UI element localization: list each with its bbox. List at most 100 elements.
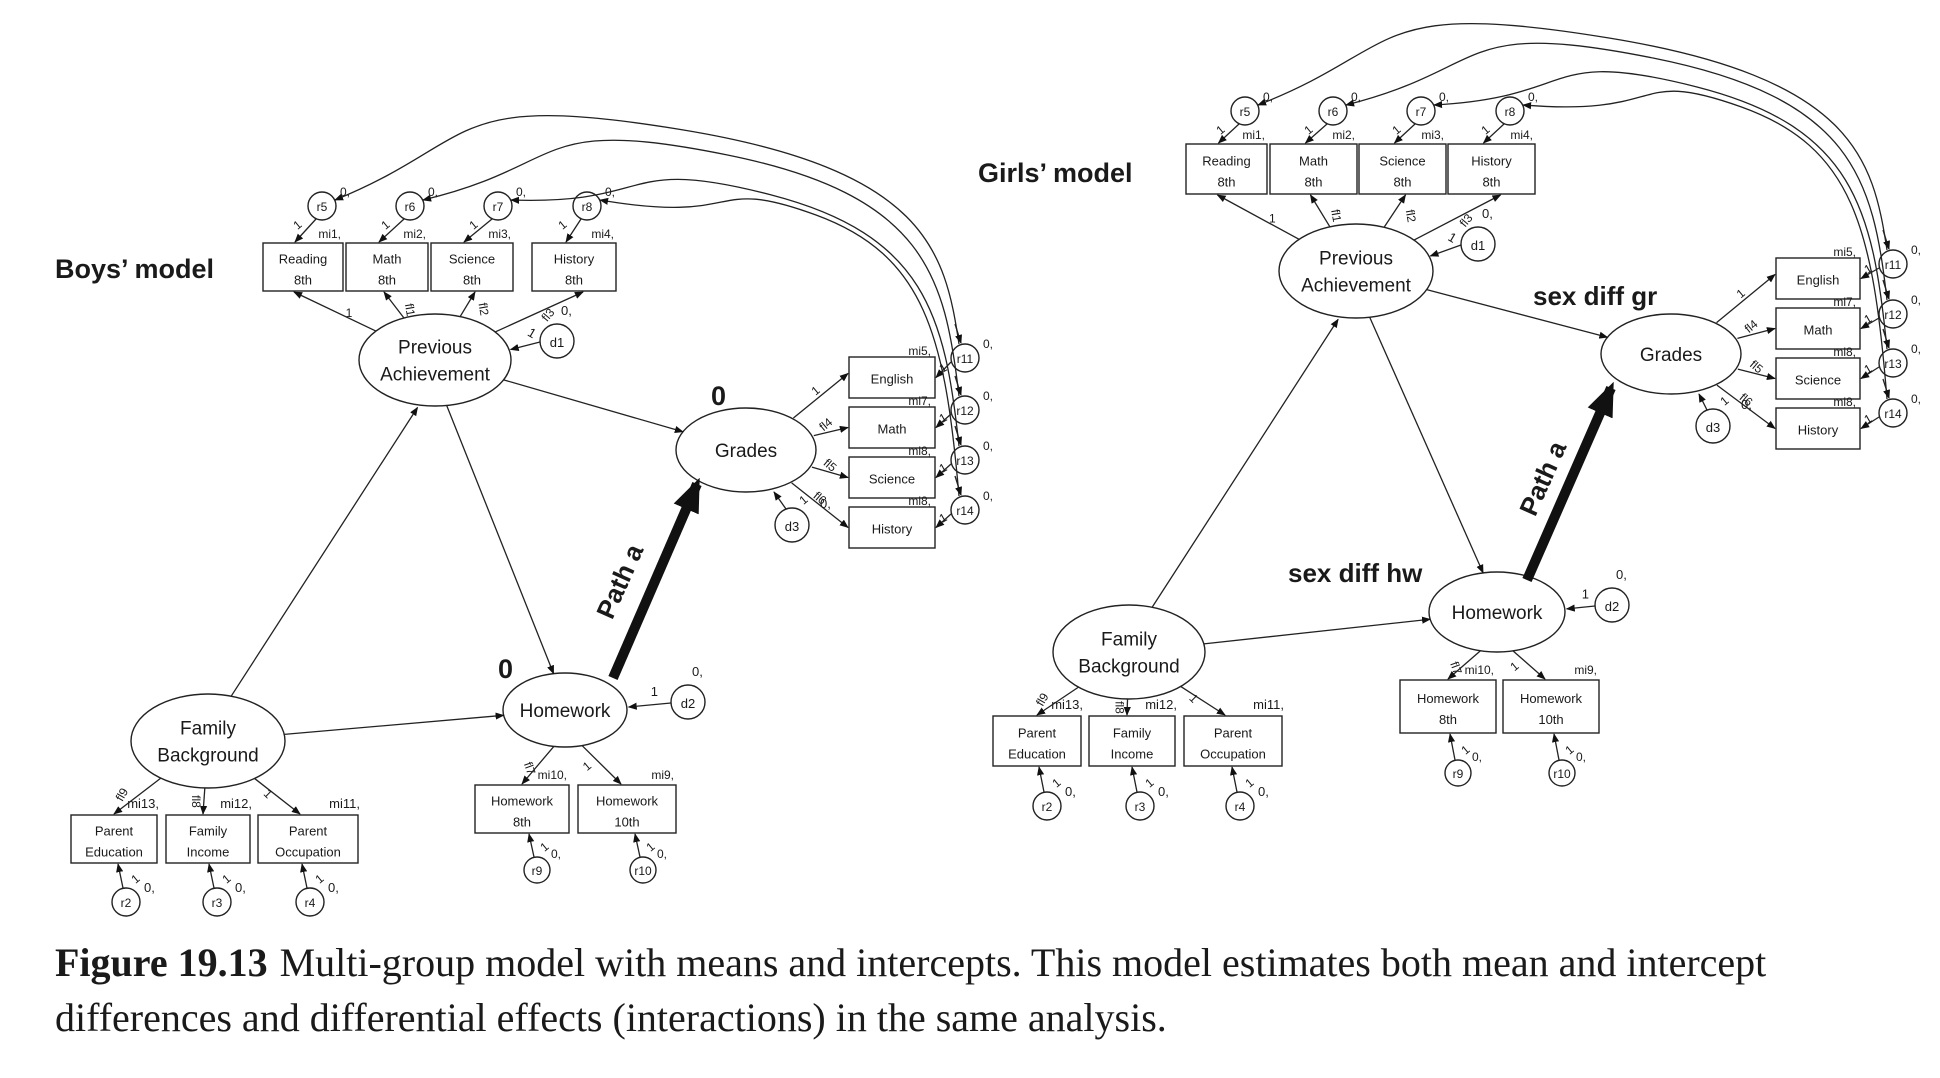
indicator-label: Homework bbox=[491, 794, 554, 809]
error-term-r2: r2 bbox=[1032, 791, 1062, 821]
loading-arrow bbox=[1737, 368, 1776, 381]
indicator-box bbox=[1502, 679, 1600, 734]
latent-label: Grades bbox=[1640, 345, 1702, 366]
error-label: r5 bbox=[1240, 105, 1251, 119]
indicator-box bbox=[165, 814, 251, 864]
intercept-label: mi2, bbox=[1332, 128, 1355, 142]
error-loading-label: 1 bbox=[312, 871, 326, 886]
error-term-r10: r10 bbox=[629, 856, 657, 884]
indicator-label: 8th bbox=[463, 273, 481, 288]
error-circle bbox=[307, 191, 337, 221]
indicator-box bbox=[1399, 679, 1497, 734]
error-arrow bbox=[1860, 416, 1880, 430]
error-loading-label: 1 bbox=[1862, 261, 1875, 277]
indicator-box bbox=[1775, 257, 1861, 300]
loading-arrow bbox=[792, 372, 849, 419]
path-family-to-prior-achievement bbox=[230, 406, 419, 697]
error-arrow bbox=[207, 863, 215, 889]
disturbance-loading-label: 1 bbox=[525, 325, 539, 342]
disturbance-loading-label: 1 bbox=[1717, 393, 1731, 408]
error-arrow bbox=[1393, 123, 1416, 144]
disturbance-loading-label: 1 bbox=[651, 684, 658, 699]
indicator-label: Parent bbox=[289, 824, 328, 839]
disturbance-loading-label: 1 bbox=[796, 492, 810, 507]
error-circle bbox=[950, 495, 980, 525]
error-circle bbox=[295, 887, 325, 917]
covariance-arc-head bbox=[954, 475, 962, 496]
indicator-label: English bbox=[871, 372, 914, 387]
indicator-label: Reading bbox=[279, 252, 327, 267]
error-circle bbox=[1878, 398, 1908, 428]
indicator-box bbox=[531, 242, 617, 292]
error-mean-label: 0, bbox=[551, 847, 561, 861]
indicator-box bbox=[577, 784, 677, 834]
error-circle bbox=[629, 856, 657, 884]
latent-homework: Homework bbox=[502, 672, 628, 748]
loading-label: fl1 bbox=[1328, 208, 1344, 223]
loading-label: fl2 bbox=[1403, 208, 1419, 223]
error-term-r3: r3 bbox=[202, 887, 232, 917]
error-arrow bbox=[935, 413, 952, 429]
error-arrow bbox=[935, 463, 952, 479]
error-label: r3 bbox=[212, 896, 223, 910]
error-label: r14 bbox=[956, 504, 974, 518]
error-loading-label: 1 bbox=[1213, 122, 1227, 137]
caption-text: Multi-group model with means and interce… bbox=[55, 940, 1767, 1040]
latent-grades: Grades bbox=[1600, 313, 1742, 395]
disturbance-d3: d3 bbox=[774, 507, 810, 543]
error-label: r7 bbox=[493, 200, 504, 214]
path-family-to-prior-achievement bbox=[1151, 318, 1339, 608]
indicator-label: Income bbox=[187, 845, 230, 860]
loading-arrow bbox=[383, 291, 405, 319]
error-label: r12 bbox=[1884, 308, 1902, 322]
loading-arrow bbox=[1309, 194, 1331, 228]
error-arrow bbox=[1037, 766, 1045, 793]
latent-ellipse bbox=[502, 672, 628, 748]
loading-arrow bbox=[813, 425, 849, 437]
indicator-label: Family bbox=[1113, 726, 1152, 741]
error-loading-label: 1 bbox=[1242, 775, 1256, 790]
error-loading-label: 1 bbox=[1142, 775, 1156, 790]
error-circle bbox=[523, 856, 551, 884]
disturbance-mean-label: 0, bbox=[692, 664, 703, 679]
error-term-r6: r60, bbox=[1318, 90, 1361, 126]
error-mean-label: 0, bbox=[1263, 90, 1273, 104]
intercept-label: mi12, bbox=[220, 796, 252, 811]
homework-mean-annotation: sex diff hw bbox=[1288, 558, 1423, 588]
intercept-label: mi11, bbox=[1253, 697, 1284, 712]
error-loading-label: 1 bbox=[219, 871, 233, 886]
error-arrow bbox=[1304, 123, 1328, 144]
disturbance-mean-label: 0, bbox=[561, 303, 572, 318]
loading-arrow bbox=[293, 291, 377, 332]
loading-label: fl5 bbox=[1747, 357, 1766, 376]
indicator-box bbox=[1775, 407, 1861, 450]
covariance-arc-head bbox=[954, 375, 962, 396]
loading-arrow bbox=[1512, 650, 1546, 680]
latent-label: Homework bbox=[1452, 603, 1543, 624]
loading-label: fl3 bbox=[1457, 211, 1476, 230]
error-loading-label: 1 bbox=[1458, 742, 1472, 757]
disturbance-label: d2 bbox=[681, 696, 695, 711]
covariance-arc-r5-r11 bbox=[334, 115, 960, 345]
disturbance-mean-label: 0, bbox=[1741, 397, 1752, 412]
indicator-box bbox=[70, 814, 158, 864]
error-loading-label: 1 bbox=[1862, 311, 1875, 327]
error-mean-label: 0, bbox=[983, 489, 993, 503]
grades-mean-annotation: sex diff gr bbox=[1533, 281, 1657, 311]
loading-label: 1 bbox=[346, 306, 353, 320]
disturbance-mean-label: 0, bbox=[1482, 206, 1493, 221]
intercept-label: mi9, bbox=[651, 768, 674, 782]
disturbance-d2: d2 bbox=[1594, 587, 1630, 623]
loading-arrow bbox=[113, 777, 162, 815]
error-circle bbox=[1406, 96, 1436, 126]
